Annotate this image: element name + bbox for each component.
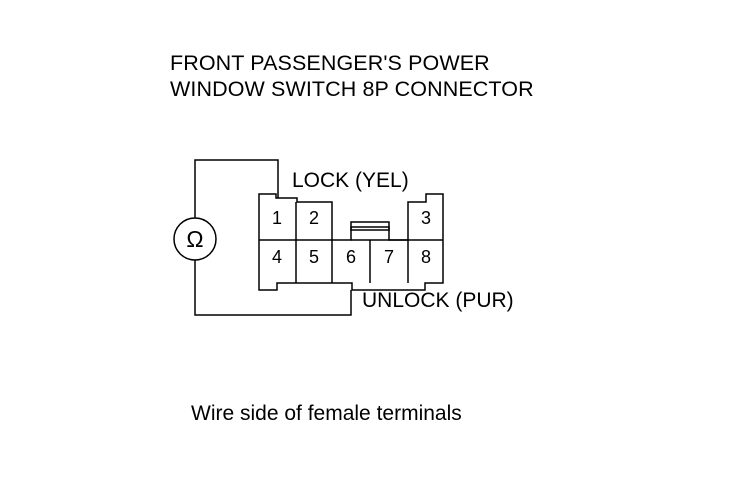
diagram-title: FRONT PASSENGER'S POWER WINDOW SWITCH 8P…	[170, 50, 534, 102]
title-line-2: WINDOW SWITCH 8P CONNECTOR	[170, 77, 534, 101]
connector-housing	[258, 193, 444, 291]
terminal-8: 8	[421, 247, 431, 267]
terminal-6: 6	[346, 247, 356, 267]
terminal-7: 7	[384, 247, 394, 267]
ohm-icon: Ω	[186, 226, 203, 252]
terminal-3: 3	[421, 208, 431, 228]
unlock-test-lead	[194, 260, 352, 316]
terminal-5: 5	[309, 247, 319, 267]
lock-test-lead	[194, 159, 279, 218]
title-line-1: FRONT PASSENGER'S POWER	[170, 51, 490, 75]
terminal-1: 1	[272, 208, 282, 228]
terminal-4: 4	[272, 247, 282, 267]
lock-wire-label: LOCK (YEL)	[292, 169, 409, 192]
unlock-wire-label: UNLOCK (PUR)	[362, 289, 514, 312]
ohmmeter	[173, 217, 217, 261]
terminal-2: 2	[309, 208, 319, 228]
diagram-caption: Wire side of female terminals	[191, 402, 462, 425]
connector-lock-tab	[350, 221, 390, 231]
